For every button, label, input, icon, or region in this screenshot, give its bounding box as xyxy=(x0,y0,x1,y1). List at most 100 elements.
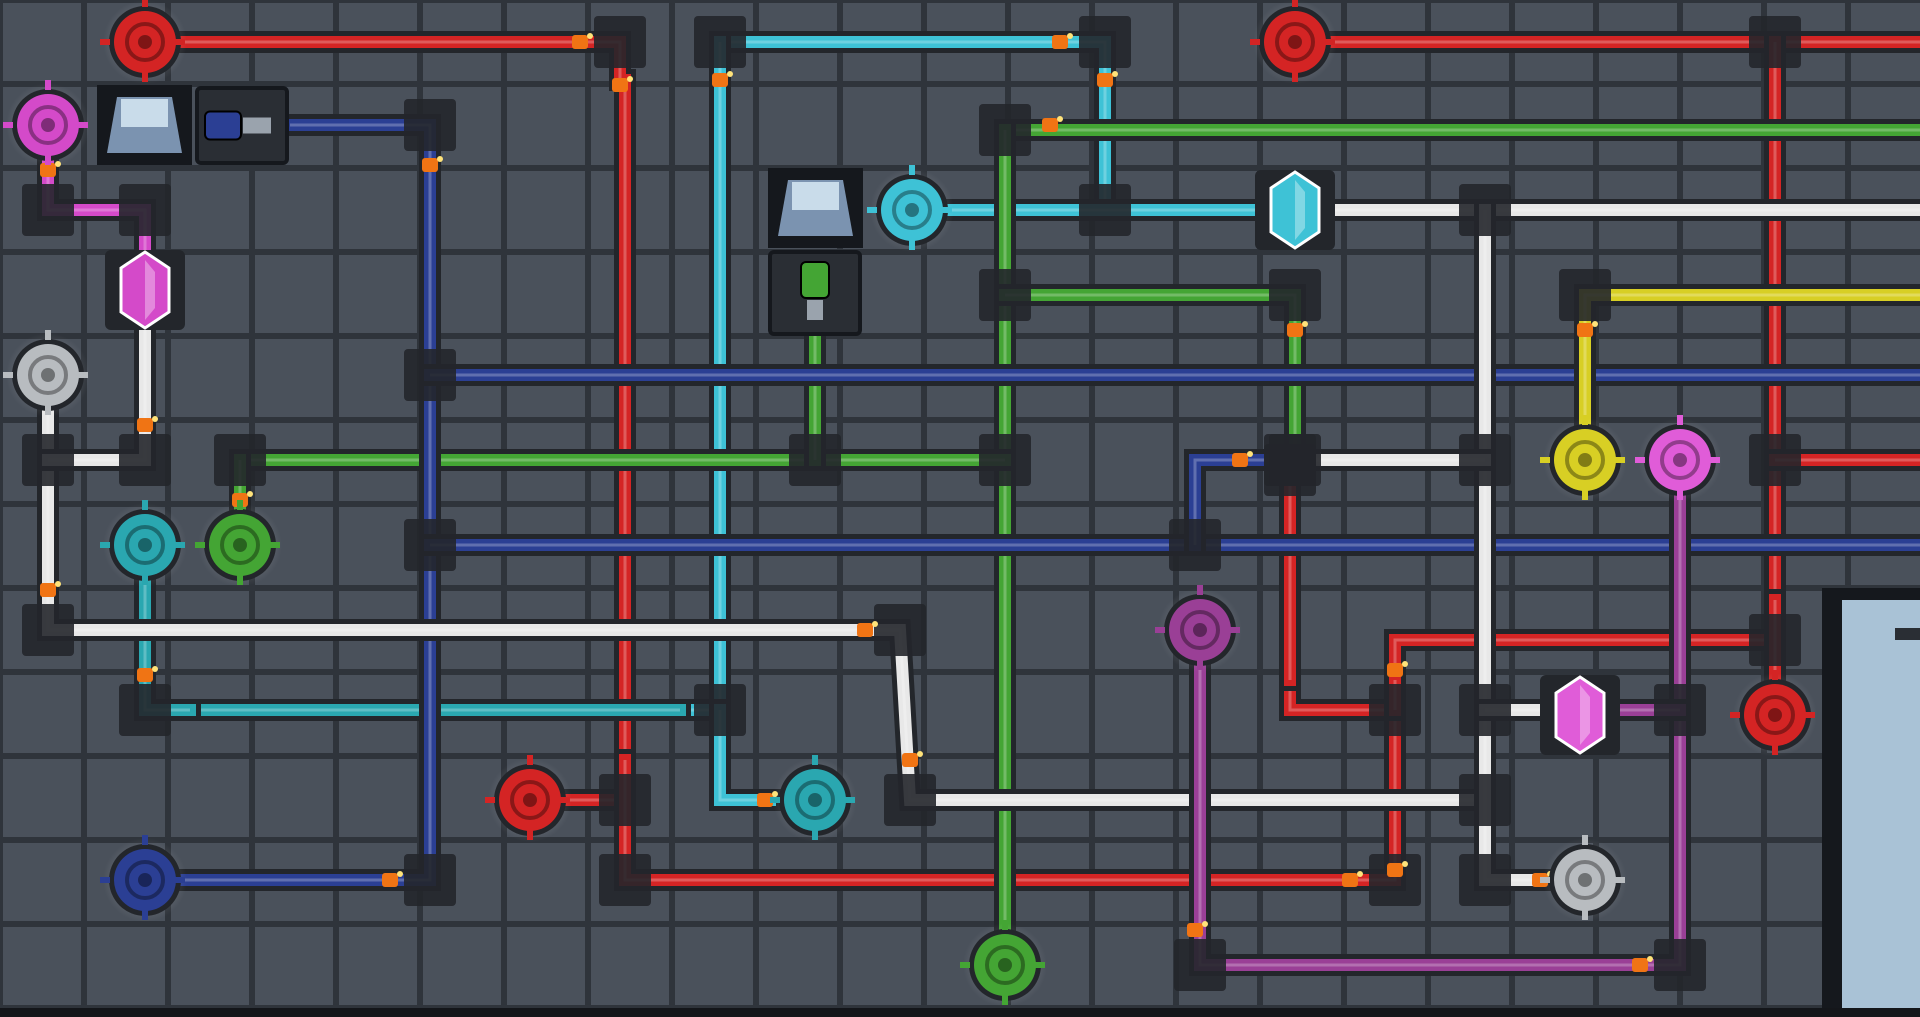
valve-marker xyxy=(1232,453,1248,467)
pipe-junction xyxy=(1459,684,1511,736)
blue-node-icon[interactable] xyxy=(100,835,187,922)
red-node-right-icon-core xyxy=(1768,708,1782,722)
cyan-node-top-icon-body xyxy=(881,179,943,241)
red-node-mid-icon[interactable] xyxy=(485,755,572,842)
valve-marker xyxy=(712,73,728,87)
purple-node-icon-tick xyxy=(1197,660,1203,670)
yellow-node-icon-body xyxy=(1554,429,1616,491)
magenta-node-icon[interactable] xyxy=(3,80,90,167)
grid-line-h xyxy=(0,753,1920,759)
yellow-node-icon[interactable] xyxy=(1540,415,1627,502)
grid-line-v xyxy=(165,0,171,1017)
green-node-bottom-icon[interactable] xyxy=(960,920,1047,1007)
pipe-junction xyxy=(979,104,1031,156)
magenta-node-icon-core xyxy=(41,118,55,132)
cyan-crystal-icon-facet xyxy=(1295,180,1305,240)
pipe-junction xyxy=(1174,939,1226,991)
teal-node-left-icon-tick xyxy=(142,500,148,510)
pipe-junction xyxy=(214,434,266,486)
teal-node-left-icon[interactable] xyxy=(100,500,187,587)
cyan-pipe-lower xyxy=(714,704,776,806)
devices xyxy=(0,85,1920,1017)
red-node-right-icon-tick xyxy=(1730,712,1740,718)
teal-node-left-icon-ring xyxy=(125,525,165,565)
pink-crystal-icon[interactable] xyxy=(1540,675,1620,755)
gray-node-right-icon-tick xyxy=(1615,877,1625,883)
spark xyxy=(727,71,733,77)
purple-node-icon[interactable] xyxy=(1155,585,1242,672)
red-node-top-left-icon[interactable] xyxy=(100,0,187,84)
green-node-bottom-icon-body xyxy=(974,934,1036,996)
exit-door-panel[interactable] xyxy=(1822,588,1920,1017)
gray-node-left-icon[interactable] xyxy=(3,330,90,417)
blue-pipe-center-branch xyxy=(1189,454,1296,551)
purple-node-icon-body xyxy=(1169,599,1231,661)
grid-line-v xyxy=(1845,0,1851,1017)
door-panel-left-icon[interactable] xyxy=(97,85,192,165)
red-node-right-icon[interactable] xyxy=(1730,670,1817,757)
spark xyxy=(247,491,253,497)
red-node-top-left-icon-ring xyxy=(125,22,165,62)
red-node-top-center-icon[interactable] xyxy=(1250,0,1337,84)
spark xyxy=(1302,321,1308,327)
green-node-bottom-icon-tick xyxy=(960,962,970,968)
pipe-junction xyxy=(1459,854,1511,906)
yellow-node-icon-tick xyxy=(1540,457,1550,463)
pipe-junction xyxy=(119,184,171,236)
cyan-crystal-icon[interactable] xyxy=(1255,170,1335,250)
valve-marker xyxy=(1387,663,1403,677)
spark xyxy=(437,156,443,162)
pink-node-icon-core xyxy=(1673,453,1687,467)
pipe-junction xyxy=(979,434,1031,486)
spark xyxy=(587,33,593,39)
grid-line-v xyxy=(1593,0,1599,1017)
purple-node-icon-tick xyxy=(1155,627,1165,633)
green-node-left-icon[interactable] xyxy=(195,500,282,587)
purple-node-icon-tick xyxy=(1197,585,1203,595)
teal-node-bottom-icon-tick xyxy=(845,797,855,803)
green-node-left-icon-core xyxy=(233,538,247,552)
pipe-junction xyxy=(874,604,926,656)
pink-node-icon-tick xyxy=(1710,457,1720,463)
pink-node-icon[interactable] xyxy=(1635,415,1722,502)
red-node-mid-icon-tick xyxy=(527,830,533,840)
green-node-left-icon-tick xyxy=(195,542,205,548)
blue-pump-icon-nozzle xyxy=(243,117,271,134)
purple-node-icon-core xyxy=(1193,623,1207,637)
yellow-node-icon-tick xyxy=(1615,457,1625,463)
blue-pump-icon[interactable] xyxy=(195,86,289,165)
grid-line-v xyxy=(1509,0,1515,1017)
gray-node-right-icon[interactable] xyxy=(1540,835,1627,922)
grid-line-h xyxy=(0,921,1920,927)
spark xyxy=(872,621,878,627)
teal-node-bottom-icon-tick xyxy=(812,755,818,765)
gray-node-left-icon-tick xyxy=(45,330,51,340)
green-pump-icon-nozzle xyxy=(807,300,823,320)
teal-node-left-icon-tick xyxy=(175,542,185,548)
red-node-mid-icon-core xyxy=(523,793,537,807)
blue-node-icon-tick xyxy=(175,877,185,883)
gray-node-right-icon-ring xyxy=(1565,860,1605,900)
green-node-bottom-icon-tick xyxy=(1002,920,1008,930)
grid-line-v xyxy=(81,0,87,1017)
cyan-node-top-icon[interactable] xyxy=(867,165,954,252)
teal-node-bottom-icon-tick xyxy=(770,797,780,803)
red-node-top-left-icon-tick xyxy=(175,39,185,45)
grid-line-v xyxy=(669,0,675,1017)
magenta-crystal-icon[interactable] xyxy=(105,250,185,330)
spark xyxy=(1402,661,1408,667)
green-node-left-icon-tick xyxy=(237,575,243,585)
blue-node-icon-body xyxy=(114,849,176,911)
gray-node-right-icon-tick xyxy=(1582,910,1588,920)
pipe-junction xyxy=(979,269,1031,321)
blue-node-icon-core xyxy=(138,873,152,887)
door-panel-center-icon[interactable] xyxy=(768,168,863,248)
spark xyxy=(397,871,403,877)
pipe-junction xyxy=(1654,684,1706,736)
teal-node-bottom-icon[interactable] xyxy=(770,755,857,842)
spark xyxy=(55,581,61,587)
green-pump-icon[interactable] xyxy=(768,250,862,336)
cyan-node-top-icon-tick xyxy=(909,165,915,175)
